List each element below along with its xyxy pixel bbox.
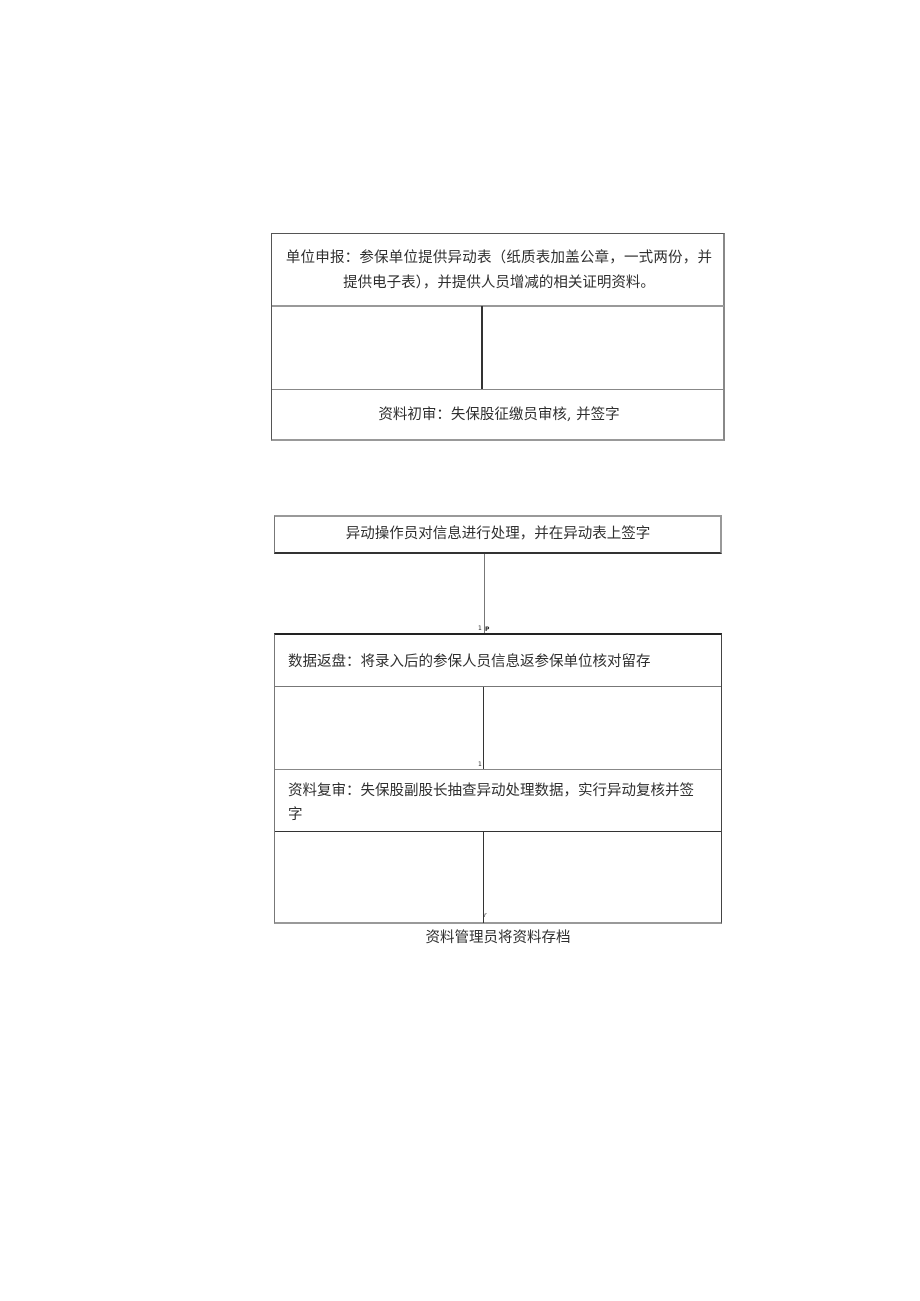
step-re-review-line1: 资料复审：失保股副股长抽查异动处理数据，实行异动复核并签 xyxy=(288,783,694,799)
step-operator-processing: 异动操作员对信息进行处理，并在异动表上签字 xyxy=(345,526,651,542)
step-data-return: 数据返盘：将录入后的参保人员信息返参保单位核对留存 xyxy=(288,654,651,670)
connector-mark: 1 xyxy=(478,625,482,632)
column-split xyxy=(481,306,483,390)
cell-mark: r xyxy=(484,912,487,919)
divider xyxy=(275,686,721,687)
step-archive: 资料管理员将资料存档 xyxy=(425,930,571,946)
step-re-review-line2: 字 xyxy=(288,807,303,823)
cell-mark: 1 xyxy=(478,761,482,768)
divider xyxy=(275,831,721,832)
flow-block-3 xyxy=(274,633,722,924)
flow-block-1 xyxy=(271,233,725,441)
divider xyxy=(272,305,724,307)
divider xyxy=(272,389,724,390)
step-unit-declaration-line2: 提供电子表），并提供人员增减的相关证明资料。 xyxy=(343,275,655,291)
connector-mark: P xyxy=(485,626,490,633)
flow-block-2 xyxy=(274,515,722,554)
column-split xyxy=(483,687,484,769)
step-initial-review: 资料初审：失保股征缴员审核, 并签字 xyxy=(378,407,620,423)
column-split xyxy=(483,832,484,923)
step-unit-declaration-line1: 单位申报：参保单位提供异动表（纸质表加盖公章，一式两份，并 xyxy=(285,250,713,266)
connector-line xyxy=(484,554,485,633)
divider xyxy=(275,769,721,770)
